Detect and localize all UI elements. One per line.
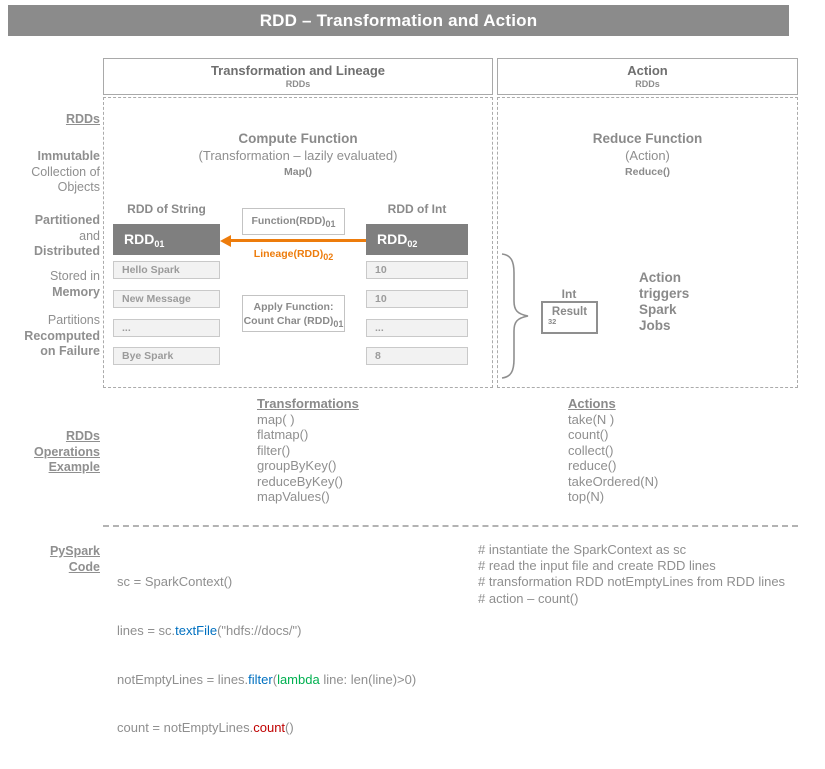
action-panel-border (497, 97, 798, 388)
transformation-item: groupByKey() (257, 458, 337, 473)
rdd02-box: RDD02 (366, 224, 468, 255)
sidebar-label-rdds-operations-example: RDDs Operations Example (34, 429, 100, 474)
string-row: Bye Spark (113, 347, 220, 365)
transformations-heading: Transformations (257, 396, 359, 411)
apply-function-box: Apply Function: Count Char (RDD)01 (242, 295, 345, 332)
lineage-label: Lineage(RDD)02 (253, 248, 334, 262)
transformation-panel-border (103, 97, 493, 388)
curly-brace-icon (501, 253, 529, 379)
transformation-item: filter() (257, 442, 291, 458)
sidebar-label-partitioned: Partitioned and Distributed (34, 213, 100, 258)
compute-function-heading: Compute Function (238, 131, 358, 146)
function-rdd-box: Function(RDD)01 (242, 208, 345, 235)
rdd-of-string-label: RDD of String (127, 202, 206, 216)
lineage-arrow-head-icon (220, 234, 231, 247)
transformation-item: mapValues() (257, 489, 330, 504)
rdd-of-int-label: RDD of Int (387, 202, 447, 216)
actions-list: Actions take(N ) count() collect() reduc… (568, 396, 658, 505)
code-comment: # action – count() (478, 590, 579, 606)
slide-title: RDD – Transformation and Action (8, 5, 789, 36)
header-transformation-and-lineage: Transformation and Lineage RDDs (103, 58, 493, 95)
int-row: ... (366, 319, 468, 337)
action-item: collect() (568, 442, 614, 458)
int-row: 8 (366, 347, 468, 365)
sidebar-label-rdds: RDDs (65, 112, 100, 126)
int-type-label: Int (561, 287, 577, 301)
transformation-item: flatmap() (257, 427, 309, 442)
sidebar-label-partitions-recomputed: Partitions Recomputed on Failure (24, 313, 100, 358)
header-subtitle: RDDs (285, 79, 311, 89)
code-comment: # read the input file and create RDD lin… (478, 558, 716, 574)
dashed-separator (103, 525, 798, 527)
header-action: Action RDDs (497, 58, 798, 95)
action-item: count() (568, 427, 609, 442)
result-value: 32 (548, 317, 557, 326)
sidebar-label-stored-in-memory: Stored in Memory (49, 269, 100, 299)
string-row: ... (113, 319, 220, 337)
code-comments-block: # instantiate the SparkContext as sc # r… (478, 542, 785, 607)
sidebar-label-pyspark-code: PySpark Code (49, 544, 100, 574)
pyspark-code-block: sc = SparkContext() lines = sc.textFile(… (117, 542, 416, 769)
code-comment: # instantiate the SparkContext as sc (478, 542, 687, 557)
string-row: New Message (113, 290, 220, 308)
result-box: Result 32 (541, 301, 598, 334)
lineage-arrow-line (230, 239, 366, 242)
header-title: Transformation and Lineage (210, 63, 386, 78)
header-title: Action (627, 63, 668, 78)
code-comment: # transformation RDD notEmptyLines from … (478, 574, 786, 590)
int-row: 10 (366, 290, 468, 308)
transformation-item: reduceByKey() (257, 473, 343, 489)
actions-heading: Actions (568, 396, 616, 411)
action-item: top(N) (568, 489, 605, 504)
transformations-list: Transformations map( ) flatmap() filter(… (257, 396, 359, 505)
header-subtitle: RDDs (635, 79, 660, 89)
action-triggers-spark-jobs-note: Action triggers Spark Jobs (639, 270, 690, 333)
action-item: takeOrdered(N) (568, 473, 659, 489)
code-line: notEmptyLines = lines.filter(lambda line… (117, 671, 417, 687)
int-row: 10 (366, 261, 468, 279)
code-line: sc = SparkContext() (117, 574, 233, 590)
action-item: reduce() (568, 458, 617, 473)
transformation-item: map( ) (257, 411, 295, 427)
reduce-method-label: Reduce() (625, 166, 670, 178)
code-line: lines = sc.textFile("hdfs://docs/") (117, 623, 302, 639)
compute-function-subheading: (Transformation – lazily evaluated) (198, 148, 398, 163)
sidebar-label-immutable: Immutable Collection of Objects (31, 149, 100, 194)
rdd01-box: RDD01 (113, 224, 220, 255)
reduce-function-heading: Reduce Function (592, 131, 703, 146)
code-line: count = notEmptyLines.count() (117, 720, 294, 736)
action-item: take(N ) (568, 411, 615, 427)
result-label: Result (551, 306, 588, 318)
string-row: Hello Spark (113, 261, 220, 279)
reduce-function-subheading: (Action) (625, 148, 670, 163)
map-method-label: Map() (284, 166, 312, 178)
